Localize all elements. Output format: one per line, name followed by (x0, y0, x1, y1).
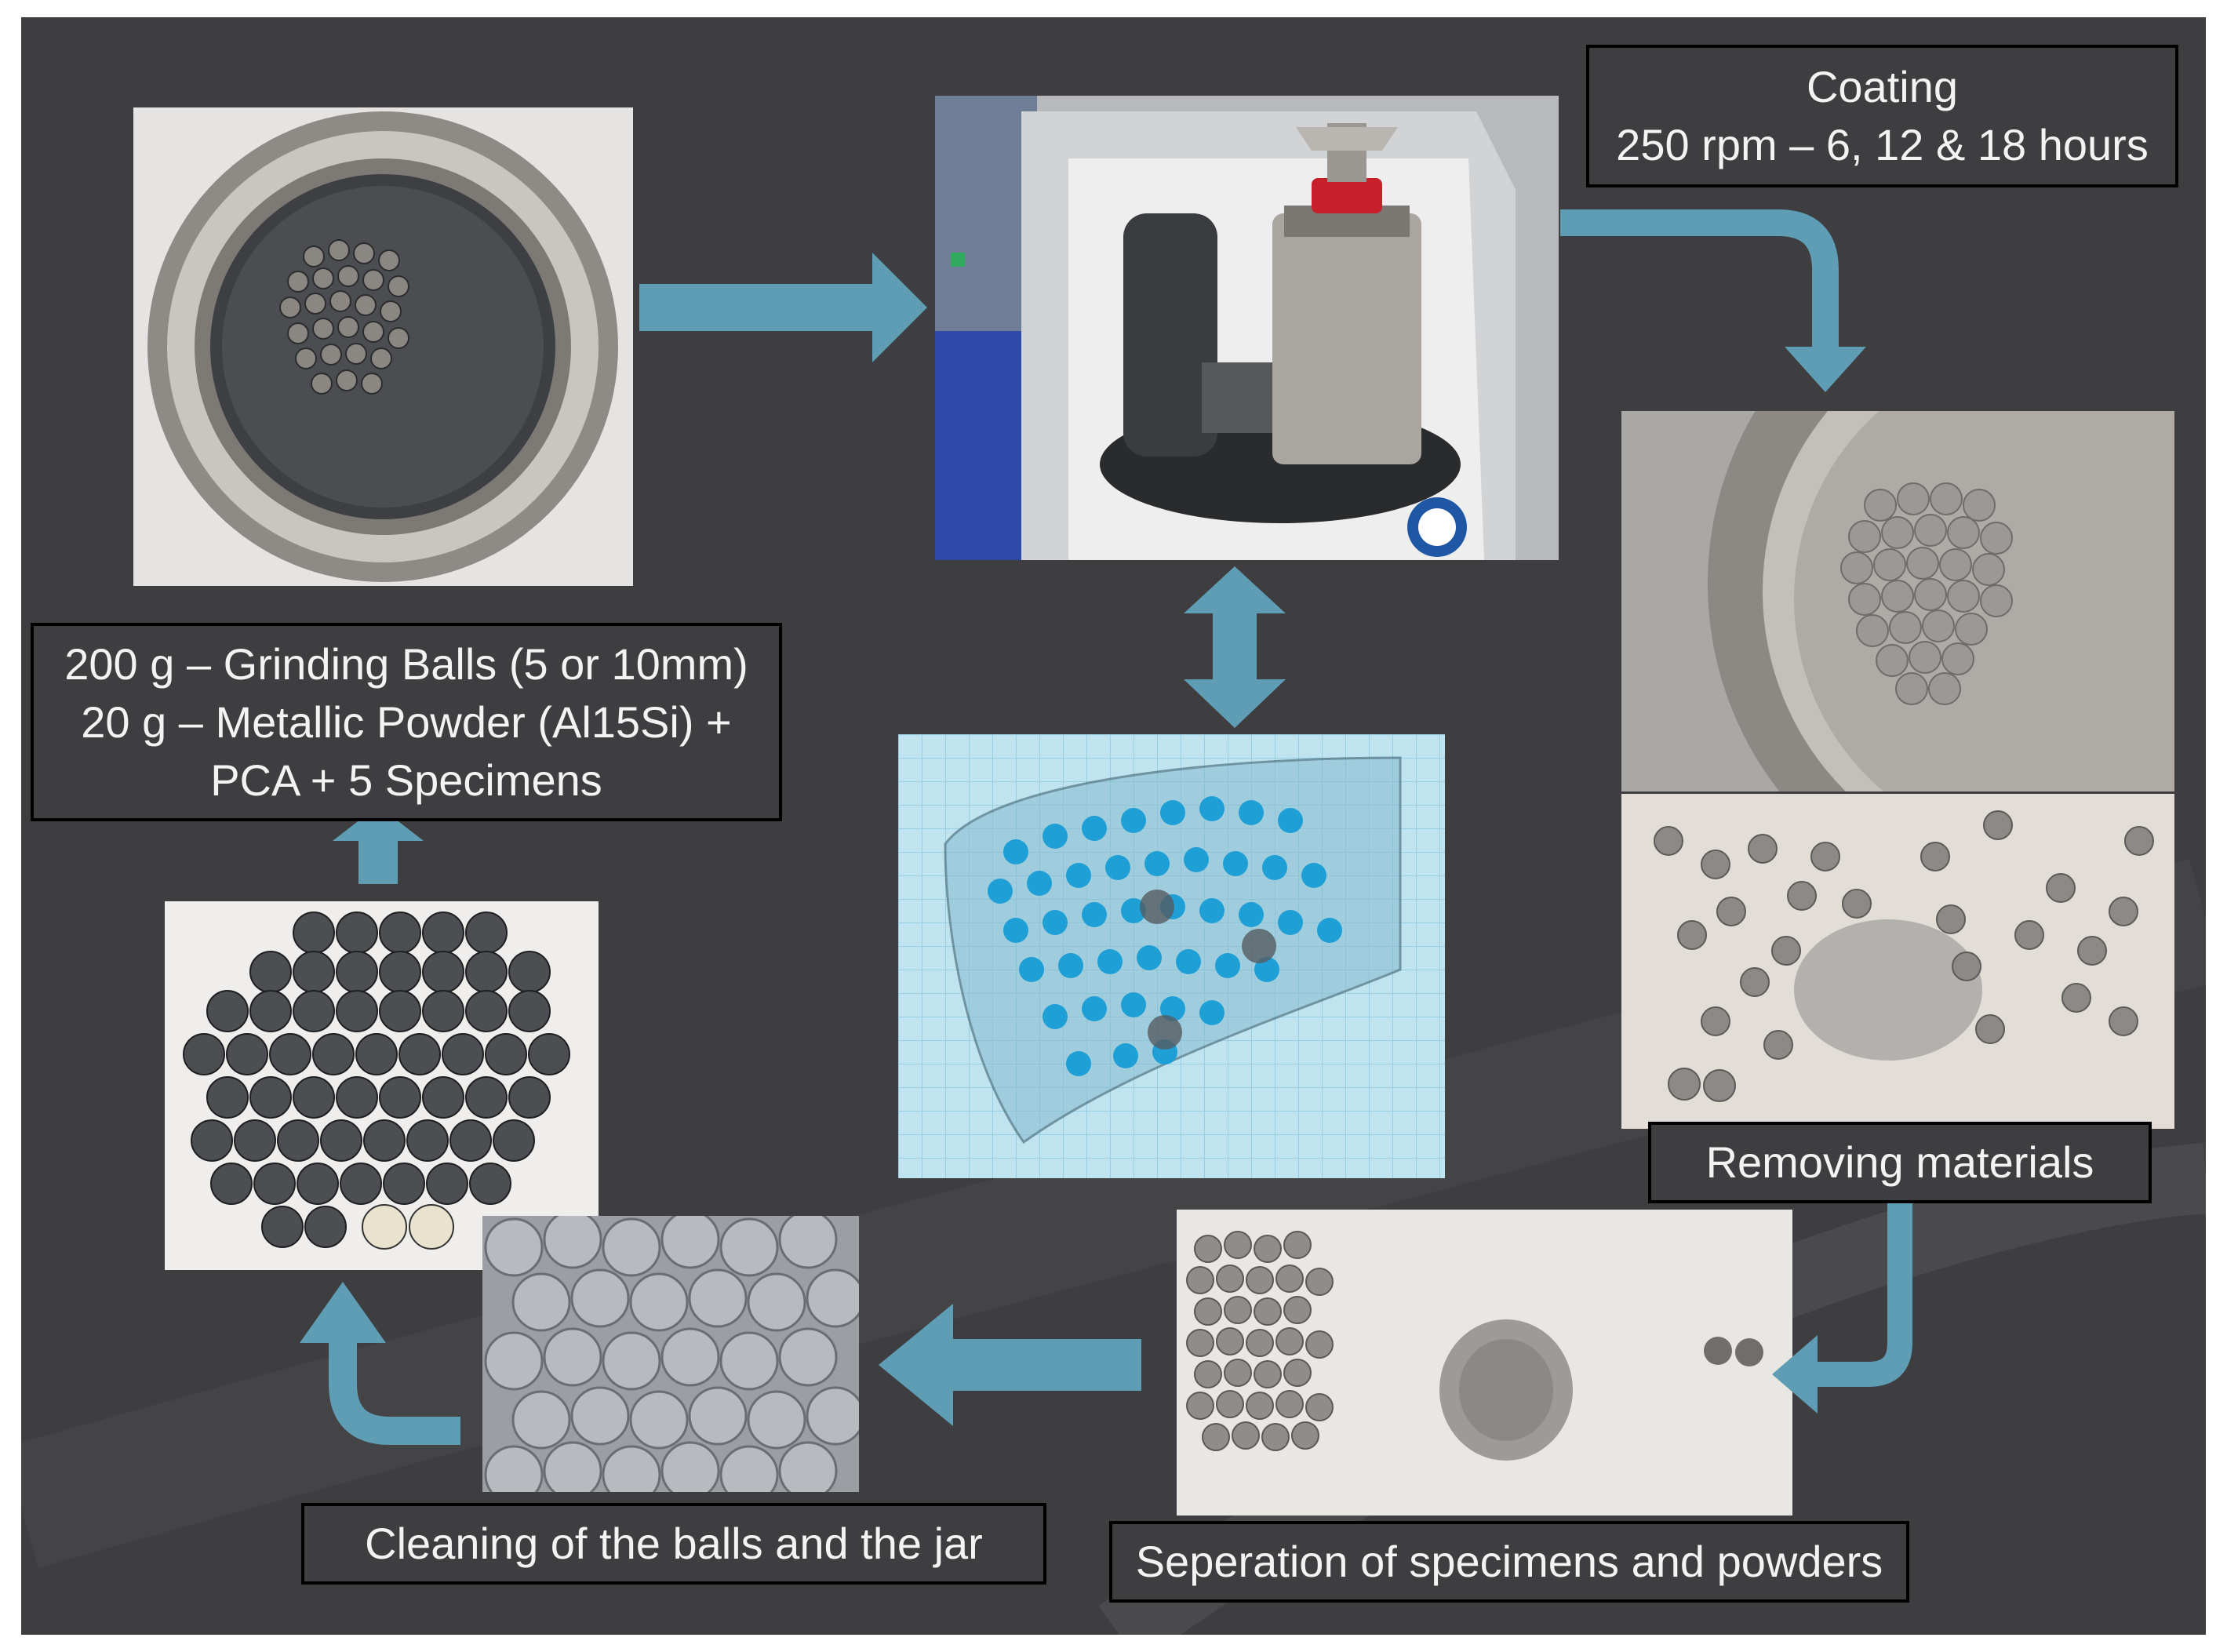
jar-top-view-image (133, 107, 633, 586)
charge-label-box: 200 g – Grinding Balls (5 or 10mm) 20 g … (31, 623, 782, 821)
charge-label-line-3: PCA + 5 Specimens (210, 755, 602, 805)
cleaning-text: Cleaning of the balls and the jar (365, 1519, 983, 1568)
removing-materials-label: Removing materials (1648, 1122, 2152, 1203)
arrow-clean-balls-to-charge (333, 806, 424, 884)
ball-mill-machine-photo (935, 96, 1559, 560)
coated-balls-image (482, 1216, 859, 1492)
separation-image (1177, 1210, 1792, 1516)
spread-balls-image (1621, 794, 2174, 1129)
clean-balls-image (165, 901, 599, 1270)
separated-specimens-powders-photo (1177, 1210, 1792, 1516)
cleaning-label: Cleaning of the balls and the jar (301, 1503, 1046, 1585)
jar-3d-simulation-render (898, 734, 1445, 1178)
coated-balls-photo (482, 1216, 859, 1492)
milled-balls-image (1621, 411, 2174, 791)
separation-label: Seperation of specimens and powders (1109, 1521, 1909, 1603)
charge-label-line-1: 200 g – Grinding Balls (5 or 10mm) (64, 639, 748, 689)
arrow-jar-to-mill (639, 253, 927, 362)
spread-balls-photo (1621, 794, 2174, 1129)
jar-with-balls-photo (133, 107, 633, 586)
arrow-removing-to-separation (1818, 1192, 1912, 1387)
arrow-cleaning-to-clean-balls (329, 1343, 460, 1445)
removing-materials-text: Removing materials (1705, 1137, 2094, 1187)
milled-balls-in-jar-photo (1621, 411, 2174, 791)
diagram-canvas: Coating 250 rpm – 6, 12 & 18 hours 200 g… (21, 17, 2206, 1635)
arrow-cleaning-to-clean-balls-head (300, 1282, 386, 1343)
arrow-removing-to-separation-head (1772, 1335, 1818, 1414)
arrow-mill-to-removing-head (1785, 347, 1866, 392)
charge-label-line-2: 20 g – Metallic Powder (Al15Si) + (81, 697, 732, 747)
clean-balls-and-specimens-photo (165, 901, 599, 1270)
simulation-image (898, 734, 1445, 1178)
coating-label-line-1: Coating (1806, 62, 1959, 111)
coating-label-box: Coating 250 rpm – 6, 12 & 18 hours (1586, 45, 2178, 187)
arrow-mill-to-removing (1560, 209, 1839, 347)
flow-arrows (300, 209, 1912, 1445)
arrow-separation-to-cleaning (879, 1304, 1141, 1426)
separation-text: Seperation of specimens and powders (1135, 1537, 1883, 1586)
arrow-mill-simulation-double (1184, 566, 1286, 728)
coating-label-line-2: 250 rpm – 6, 12 & 18 hours (1616, 120, 2149, 169)
mill-machine-image (935, 96, 1559, 560)
